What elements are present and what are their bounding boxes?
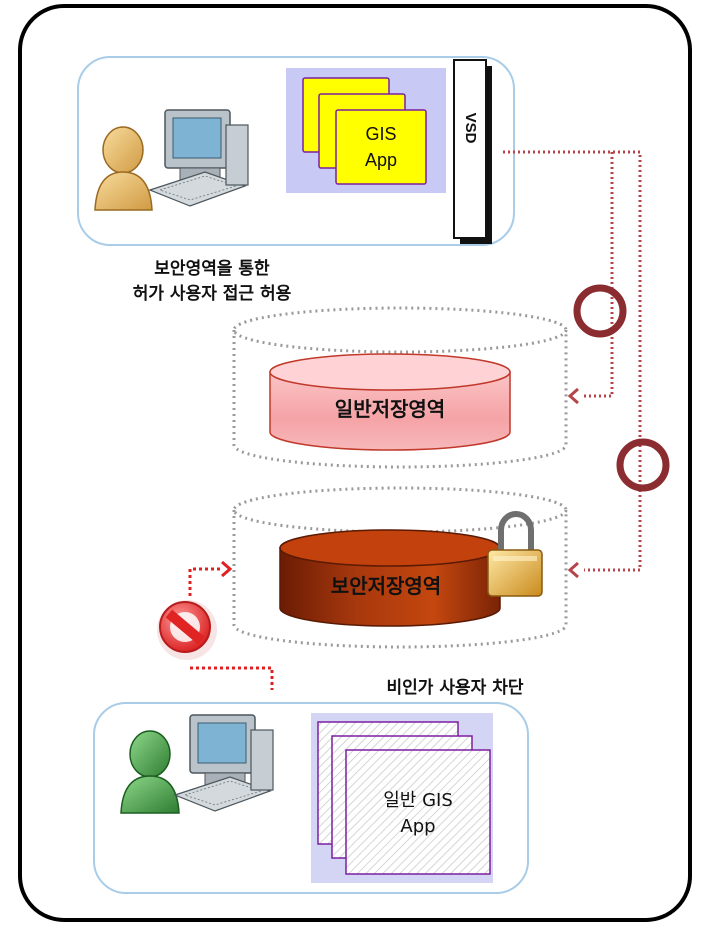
- allowed-caption-line1: 보안영역을 통한: [154, 259, 270, 279]
- blocked-arrowhead: [221, 560, 233, 578]
- blocked-connector: [188, 567, 274, 690]
- allowed-user-icon: [94, 126, 153, 211]
- allowed-caption-line2: 허가 사용자 접근 허용: [132, 284, 292, 304]
- computer-icon: [148, 109, 249, 207]
- computer-icon: [173, 714, 274, 812]
- vsd-label: VSD: [462, 113, 479, 144]
- gis-app-label-line1: GIS: [365, 124, 396, 144]
- vsd-bar: [453, 59, 492, 244]
- gis-app-stack: [302, 77, 427, 185]
- general-storage-label: 일반저장영역: [335, 397, 445, 421]
- general-storage-outline: [232, 306, 568, 469]
- secure-storage-label: 보안저장영역: [331, 574, 441, 598]
- allow-marker-secure: [616, 438, 670, 492]
- general-gis-app-stack: [317, 721, 491, 875]
- allowed-connectors: [503, 150, 642, 572]
- padlock-icon: [487, 511, 543, 597]
- allowed-caption: 보안영역을 통한 허가 사용자 접근 허용: [92, 257, 332, 307]
- gis-app-label-line2: App: [365, 150, 397, 170]
- connector-arrowheads: [567, 387, 579, 579]
- allow-marker-general: [573, 284, 627, 338]
- secure-storage-cylinder: [279, 529, 501, 627]
- block-icon: [157, 600, 217, 660]
- general-storage-cylinder: [269, 353, 511, 451]
- secure-storage-outline: [232, 486, 568, 649]
- general-gis-app-label-line2: App: [400, 816, 435, 837]
- blocked-caption: 비인가 사용자 차단: [386, 678, 524, 698]
- general-gis-app-label-line1: 일반 GIS: [383, 790, 453, 811]
- blocked-user-icon: [120, 730, 180, 814]
